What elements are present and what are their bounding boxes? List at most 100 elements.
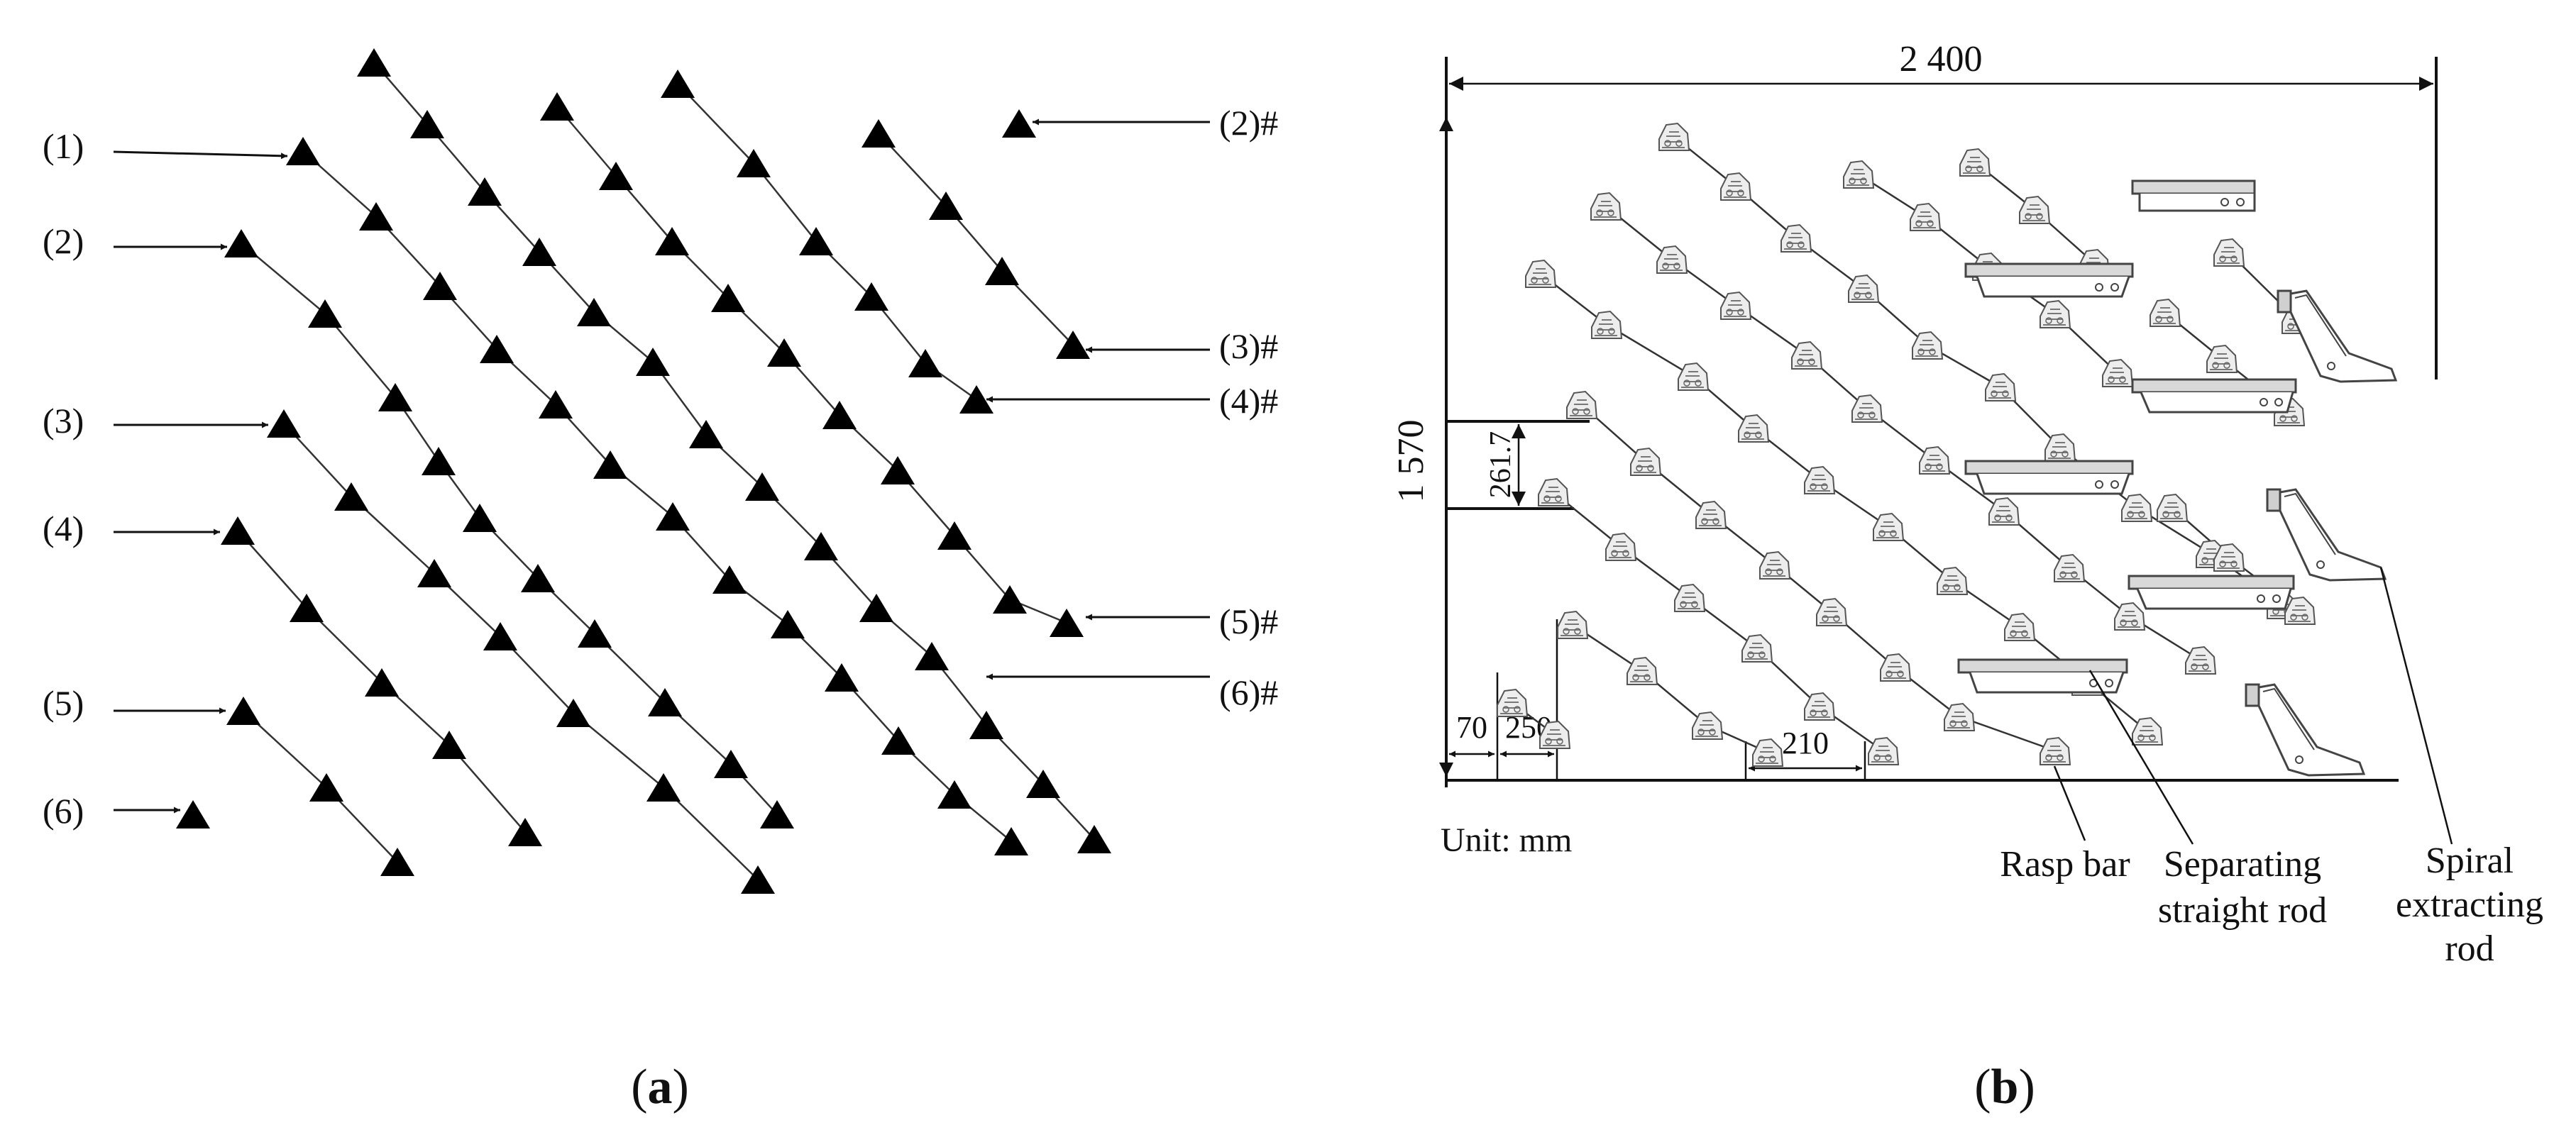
- rasp-bar: [1566, 391, 1597, 419]
- helix-line: [1571, 623, 1768, 753]
- tooth-marker: [423, 272, 457, 300]
- label-row-3: (3): [43, 401, 84, 440]
- rasp-bar: [1868, 737, 1899, 765]
- panel-a-caption-open: (: [631, 1060, 647, 1114]
- panel-a-right-arrows: [986, 118, 1210, 680]
- tooth-marker: [859, 594, 893, 622]
- tooth-marker: [825, 663, 859, 692]
- rasp-bar: [2185, 646, 2216, 675]
- label-row-3-hash: (3)#: [1219, 326, 1278, 366]
- rasp-bar: [1538, 478, 1569, 506]
- helix-line: [1539, 272, 2147, 731]
- component-labels: Rasp bar Separating straight rod Spiral …: [2000, 841, 2543, 969]
- tooth-marker: [985, 257, 1019, 285]
- panel-b-caption-open: (: [1974, 1060, 1991, 1114]
- rasp-bar: [1791, 341, 1822, 370]
- tooth-marker: [286, 137, 320, 165]
- unit-label: Unit: mm: [1441, 821, 1572, 859]
- panel-a-caption-letter: a: [648, 1060, 673, 1114]
- tooth-marker: [176, 800, 210, 829]
- panel-b-caption-letter: b: [1991, 1060, 2019, 1114]
- tooth-marker: [711, 284, 745, 312]
- tooth-marker: [862, 119, 896, 148]
- helix-line: [1605, 205, 2201, 661]
- tooth-marker: [308, 299, 342, 328]
- tooth-marker: [908, 349, 942, 377]
- tooth-marker: [599, 162, 633, 190]
- rasp-bar: [1741, 634, 1773, 663]
- height-dimension: 1 570: [1391, 117, 1453, 777]
- rasp-bar: [2040, 300, 2071, 328]
- spiral-rod-label-1: Spiral: [2426, 841, 2514, 881]
- rasp-bar-label: Rasp bar: [2000, 844, 2130, 885]
- straight-rod: [1964, 262, 2134, 298]
- separating-straight-rods: [1957, 179, 2297, 694]
- label-row-4: (4): [43, 509, 84, 548]
- tooth-marker: [224, 229, 258, 257]
- spiral-rod: [2277, 289, 2398, 383]
- helix-line: [677, 83, 977, 401]
- tooth-marker: [556, 699, 590, 727]
- tooth-marker: [994, 827, 1028, 855]
- tooth-marker: [468, 177, 502, 206]
- tooth-marker: [929, 192, 963, 220]
- helix-line: [878, 133, 1074, 345]
- rasp-bar: [1843, 160, 1874, 189]
- label-row-6-hash: (6)#: [1219, 672, 1278, 712]
- tooth-marker: [432, 731, 466, 759]
- width-dimension: 2 400: [1449, 39, 2433, 91]
- panel-a-caption: (a): [631, 1060, 689, 1114]
- row-spacing-label: 261.7: [1485, 431, 1517, 499]
- tooth-marker: [226, 697, 260, 725]
- helix-line: [1673, 135, 2282, 606]
- tooth-marker: [799, 227, 833, 255]
- width-dimension-label: 2 400: [1900, 39, 1983, 79]
- tooth-marker: [521, 564, 555, 592]
- rasp-bar: [1985, 373, 2016, 401]
- panel-a-triangle-layout: (1) (2) (3) (4) (5) (6) (2)# (3)# (4)# (…: [43, 48, 1278, 1114]
- panel-a-left-arrows: [113, 150, 288, 814]
- straight-rod: [1964, 460, 2134, 495]
- panel-a-left-labels: (1) (2) (3) (4) (5) (6): [43, 126, 84, 831]
- tooth-marker: [357, 48, 391, 77]
- tooth-marker: [959, 385, 993, 414]
- tooth-marker: [656, 502, 690, 531]
- rasp-bar: [1988, 497, 2020, 526]
- straight-rod: [1957, 658, 2128, 694]
- tooth-marker: [745, 472, 779, 501]
- rasp-bar: [1678, 362, 1709, 391]
- offset-70-label: 70: [1456, 710, 1487, 745]
- tooth-marker: [522, 238, 556, 266]
- spiral-rod: [2266, 488, 2387, 582]
- rasp-bar: [2150, 299, 2181, 327]
- panel-b-caption-close: ): [2018, 1060, 2035, 1114]
- label-row-5: (5): [43, 683, 84, 723]
- rasp-bar: [2004, 613, 2035, 641]
- tooth-marker: [737, 149, 771, 177]
- tooth-marker: [1026, 770, 1060, 798]
- tooth-marker: [422, 447, 456, 475]
- spiral-rod-label-2: extracting: [2396, 885, 2543, 925]
- tooth-marker: [1077, 825, 1111, 853]
- tooth-marker: [969, 711, 1003, 739]
- rasp-bar: [1959, 148, 1991, 177]
- tooth-marker: [760, 800, 794, 829]
- helix-line: [556, 106, 1067, 624]
- tooth-marker: [636, 348, 670, 376]
- tooth-marker: [771, 610, 805, 638]
- helix-line: [241, 243, 778, 815]
- rasp-bar: [1944, 703, 1975, 731]
- tooth-marker: [508, 818, 542, 846]
- tooth-marker: [937, 521, 971, 550]
- label-row-5-hash: (5)#: [1219, 602, 1278, 641]
- tooth-marker: [1056, 331, 1090, 359]
- tooth-marker: [648, 688, 682, 716]
- panel-b-rasp-bars: [1497, 123, 2316, 767]
- rasp-bar: [1557, 611, 1588, 639]
- tooth-marker: [993, 585, 1027, 614]
- tooth-marker: [483, 622, 517, 650]
- spiral-rod: [2245, 683, 2366, 777]
- panel-a-caption-close: ): [673, 1060, 689, 1114]
- tooth-marker: [646, 773, 681, 802]
